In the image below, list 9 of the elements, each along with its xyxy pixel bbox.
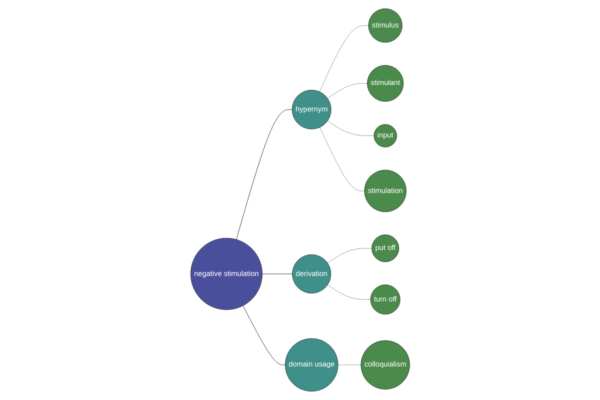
connector xyxy=(327,284,371,300)
connector xyxy=(319,127,364,192)
connector xyxy=(242,305,286,366)
connector xyxy=(327,120,374,136)
connector xyxy=(236,109,292,240)
connector xyxy=(327,83,368,99)
connector xyxy=(338,364,361,366)
connector xyxy=(327,248,372,264)
connector xyxy=(319,25,368,92)
